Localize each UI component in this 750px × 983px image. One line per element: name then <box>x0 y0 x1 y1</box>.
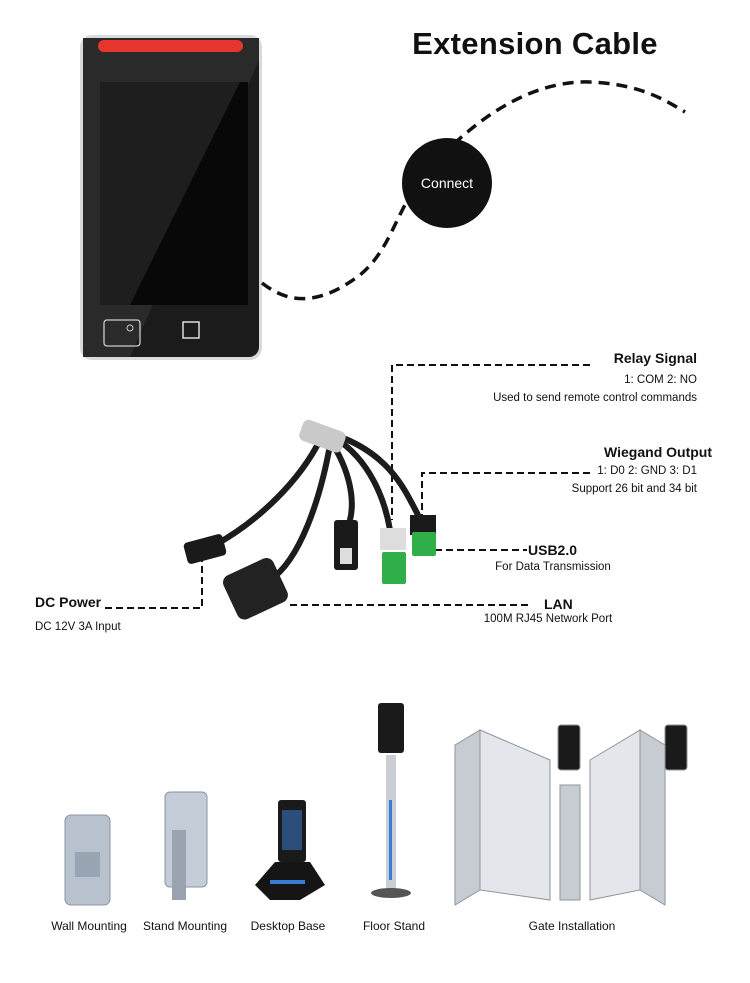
stand-mounting-image <box>164 791 208 900</box>
dc-power-title: DC Power <box>35 594 102 610</box>
gate-installation-image <box>454 724 688 906</box>
page-title: Extension Cable <box>412 26 658 61</box>
wiegand-output-title: Wiegand Output <box>604 444 712 460</box>
relay-signal-title: Relay Signal <box>613 350 697 366</box>
connect-badge: Connect <box>402 138 492 228</box>
usb-desc: For Data Transmission <box>495 561 611 573</box>
wall-mounting-image <box>64 814 111 906</box>
cable-bundle <box>183 419 436 620</box>
usb-title: USB2.0 <box>528 542 578 558</box>
qr-code-icon <box>182 321 200 339</box>
relay-signal-desc: Used to send remote control commands <box>493 392 697 404</box>
label-desktop-base: Desktop Base <box>250 919 326 933</box>
label-wall-mounting: Wall Mounting <box>51 919 127 933</box>
lan-desc: 100M RJ45 Network Port <box>483 613 613 625</box>
relay-signal-pins: 1: COM 2: NO <box>624 374 697 386</box>
desktop-base-image <box>255 800 325 900</box>
indicator-light-bar <box>98 40 243 52</box>
label-floor-stand: Floor Stand <box>362 919 426 933</box>
wiegand-output-pins: 1: D0 2: GND 3: D1 <box>597 465 697 477</box>
label-stand-mounting: Stand Mounting <box>142 919 228 933</box>
dc-power-desc: DC 12V 3A Input <box>35 621 121 633</box>
label-gate-installation: Gate Installation <box>528 919 616 933</box>
lan-title: LAN <box>544 596 573 612</box>
wiegand-output-desc: Support 26 bit and 34 bit <box>571 483 697 495</box>
floor-stand-image <box>371 703 411 898</box>
face-recognition-terminal <box>80 35 262 360</box>
id-card-icon <box>103 319 141 347</box>
